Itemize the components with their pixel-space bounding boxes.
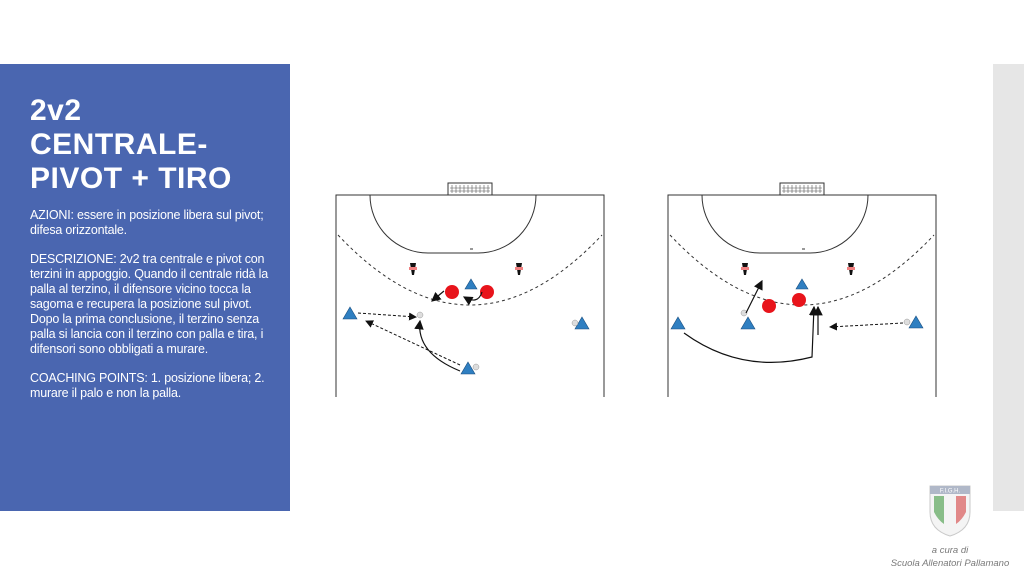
pass-arrow-icon <box>829 322 904 331</box>
azioni-text: AZIONI: essere in posizione libera sul p… <box>30 208 264 237</box>
coaching-points-text: COACHING POINTS: 1. posizione libera; 2.… <box>30 371 265 400</box>
descrizione-text-continued: Dopo la prima conclusione, il terzino se… <box>30 312 264 356</box>
court-diagram-1 <box>335 182 605 397</box>
ball-icon <box>416 311 579 371</box>
title-line-2: CENTRALE- <box>30 128 208 161</box>
descrizione-text: DESCRIZIONE: 2v2 tra centrale e pivot co… <box>30 252 268 311</box>
pass-arrow-icon <box>357 312 461 366</box>
title-line-3: PIVOT + TIRO <box>30 162 232 195</box>
attacker-triangle-icon <box>670 278 924 330</box>
goal-icon <box>779 182 825 196</box>
description-panel: 2v2 CENTRALE- PIVOT + TIRO AZIONI: esser… <box>0 64 290 511</box>
defender-circle-icon <box>445 285 494 299</box>
credit-text: a cura di Scuola Allenatori Pallamano <box>880 544 1020 570</box>
credit-line-2: Scuola Allenatori Pallamano <box>890 558 1010 569</box>
cone-dummy-icon <box>741 263 855 275</box>
goal-icon <box>447 182 493 196</box>
run-arrow-icon <box>414 290 483 372</box>
right-sidebar-strip <box>993 64 1024 511</box>
ball-icon <box>740 309 911 326</box>
defender-circle-icon <box>762 293 806 313</box>
run-arrow-icon <box>683 279 823 363</box>
attacker-triangle-icon <box>342 278 590 375</box>
court-diagram-2 <box>667 182 937 397</box>
logo-text: F.I.G.H. <box>940 489 961 495</box>
cone-dummy-icon <box>409 263 523 275</box>
slide-title: 2v2 CENTRALE- PIVOT + TIRO <box>30 94 272 196</box>
title-line-1: 2v2 <box>30 94 82 127</box>
figh-logo: F.I.G.H. <box>929 485 971 537</box>
credit-line-1: a cura di <box>931 545 969 556</box>
